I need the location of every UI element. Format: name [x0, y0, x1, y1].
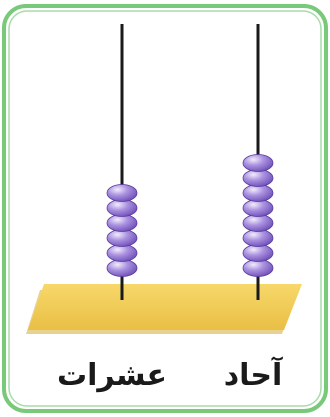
bead-ones — [242, 154, 274, 172]
bead-tens — [106, 199, 138, 217]
bead-tens — [106, 259, 138, 277]
bead-stack-ones — [242, 154, 274, 277]
bead-ones — [242, 229, 274, 247]
abacus-base — [28, 284, 302, 330]
frame-border — [2, 4, 328, 413]
bead-tens — [106, 214, 138, 232]
bead-ones — [242, 199, 274, 217]
frame-inner-border — [8, 10, 322, 407]
label-ones: آحاد — [224, 356, 283, 393]
bead-ones — [242, 169, 274, 187]
bead-ones — [242, 184, 274, 202]
bead-ones — [242, 214, 274, 232]
bead-ones — [242, 244, 274, 262]
bead-ones — [242, 259, 274, 277]
bead-stack-tens — [106, 184, 138, 277]
bead-tens — [106, 229, 138, 247]
label-tens: عشرات — [57, 358, 167, 393]
bead-tens — [106, 184, 138, 202]
bead-tens — [106, 244, 138, 262]
